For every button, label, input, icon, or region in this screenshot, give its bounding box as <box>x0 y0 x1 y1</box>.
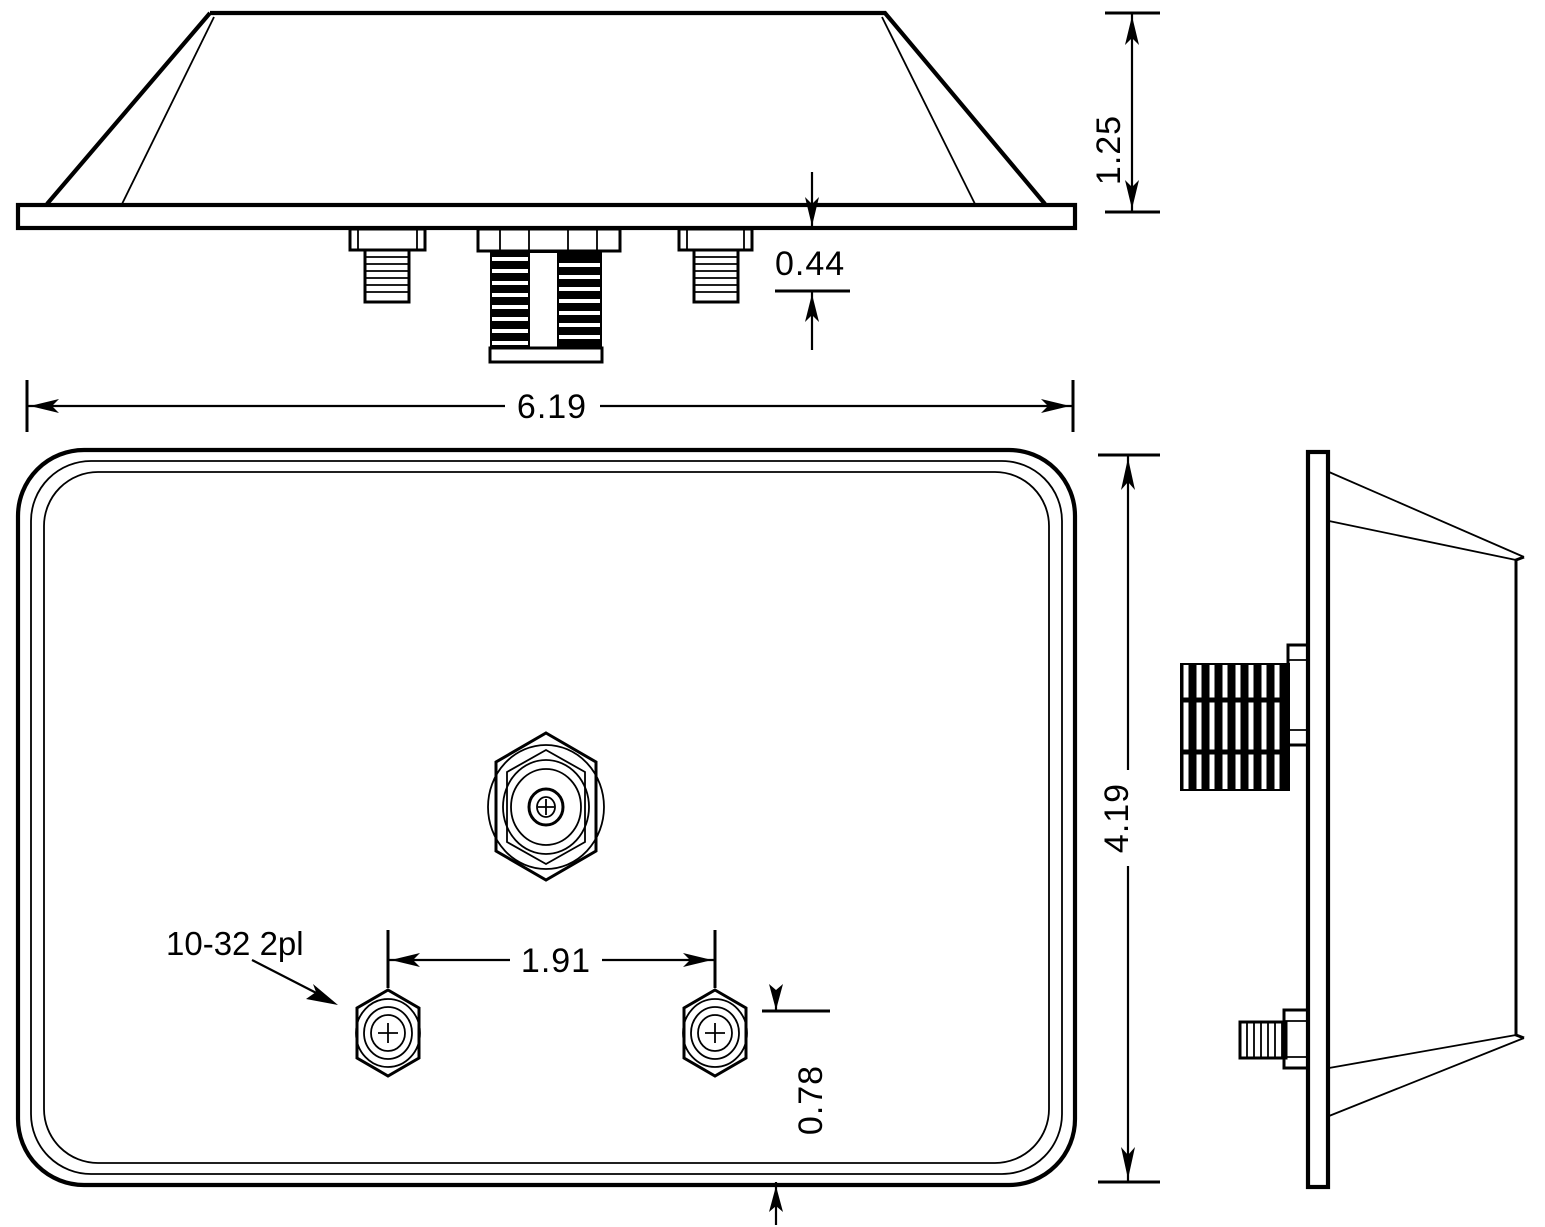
stud-head-chamfer-right <box>686 229 745 250</box>
plate-outline-middle <box>30 460 1063 1175</box>
stud-thread-lines-right-view <box>1246 1022 1283 1058</box>
connector-flange-facets <box>499 229 598 251</box>
plate-outline-inner <box>43 471 1050 1164</box>
mounting-stud-left-bottom <box>355 988 421 1078</box>
connector-center-boss <box>527 787 565 827</box>
stud-head-right <box>677 227 754 252</box>
dimension-flange-thickness: 0.44 <box>775 172 850 350</box>
stud-ring-3-right <box>697 1014 733 1052</box>
arrowhead-left <box>30 399 59 413</box>
center-connector-right-view <box>1180 643 1310 791</box>
center-connector-side <box>476 227 622 364</box>
housing-taper-top-inner <box>1328 520 1517 561</box>
thread-callout-text: 10-32 2pl <box>166 925 304 962</box>
connector-hex-flange <box>476 227 622 253</box>
housing-taper-top-outer <box>1328 471 1525 558</box>
stud-shank-right <box>692 248 740 304</box>
arrowhead-bottom <box>1121 1147 1135 1179</box>
connector-thread-serrations <box>492 257 600 345</box>
stud-centermark-left <box>378 1023 398 1043</box>
stud-head-chamfer-left <box>357 229 418 250</box>
arrowhead-top <box>1121 458 1135 490</box>
connector-thread-serrations-right <box>1183 665 1280 789</box>
stud-ring-1-left <box>355 998 421 1068</box>
housing-inner-profile-right <box>881 16 976 205</box>
arrowhead-upper <box>805 197 819 226</box>
dimension-text-6-19: 6.19 <box>517 388 587 426</box>
dimension-text-0-44: 0.44 <box>775 245 845 283</box>
housing-outer-profile <box>45 10 1047 206</box>
connector-bore <box>530 253 557 348</box>
bottom-plan-view: 6.19 <box>15 380 1160 1225</box>
connector-hex-outer <box>494 731 598 882</box>
dimension-text-4-19: 4.19 <box>1098 783 1136 853</box>
callout-arrowhead <box>306 984 338 1005</box>
dimension-text-0-78: 0.78 <box>792 1065 830 1135</box>
stud-hex-facet-right-view <box>1284 1020 1308 1058</box>
center-connector-bottom <box>487 731 605 882</box>
thread-callout-annotation: 10-32 2pl <box>166 925 338 1005</box>
stud-ring-2-right <box>690 1006 740 1060</box>
stud-hex-head-right-view <box>1282 1008 1310 1070</box>
arrowhead-top <box>1125 16 1139 45</box>
plate-outline-outer <box>15 447 1078 1188</box>
connector-hex-facet-right <box>1288 659 1308 731</box>
housing-taper-bottom-inner <box>1328 1034 1517 1069</box>
connector-ring-1 <box>487 744 605 870</box>
dimension-height-overall: 1.25 <box>1090 11 1160 214</box>
dimension-height-plan: 4.19 <box>1098 453 1160 1184</box>
housing-right-edge <box>1514 555 1525 1040</box>
stud-centermark-right <box>705 1023 725 1043</box>
arrowhead-right <box>683 953 712 967</box>
stud-shank-right-view <box>1238 1020 1288 1060</box>
connector-ring-2 <box>502 759 590 855</box>
stud-thread-lines-left <box>365 256 409 293</box>
connector-center-pin <box>536 796 556 818</box>
dim-text-mask <box>1110 770 1146 866</box>
stud-ring-1-right <box>682 998 748 1068</box>
dim-text-mask <box>510 942 602 978</box>
mounting-stud-right-view <box>1238 1008 1310 1070</box>
dimension-text-1-91: 1.91 <box>521 942 591 980</box>
connector-centermark <box>538 799 554 815</box>
stud-hex-left <box>355 988 421 1078</box>
dim-text-mask <box>505 388 600 424</box>
connector-ring-3 <box>510 768 582 846</box>
mounting-stud-right-bottom <box>682 988 748 1078</box>
arrowhead-upper <box>769 984 783 1010</box>
mounting-stud-right <box>677 227 754 304</box>
connector-hex-inner <box>506 748 586 866</box>
mounting-stud-left <box>348 227 427 304</box>
dimension-width-overall: 6.19 <box>25 380 1075 432</box>
arrowhead-left <box>391 953 420 967</box>
flange-plate-edge <box>1305 449 1331 1190</box>
dimension-bolt-spacing: 1.91 <box>386 930 717 988</box>
stud-shank-left <box>363 248 411 304</box>
stud-ring-3-left <box>370 1014 406 1052</box>
arrowhead-right <box>1041 399 1070 413</box>
housing-inner-profile-left <box>121 16 215 205</box>
side-elevation-top-view: 1.25 0.44 <box>15 10 1160 364</box>
stud-thread-lines-right <box>694 256 738 293</box>
dimension-text-1-25: 1.25 <box>1090 115 1128 185</box>
stud-hex-right <box>682 988 748 1078</box>
housing-taper-bottom-outer <box>1328 1037 1525 1117</box>
connector-thread-crosslines-right <box>1180 697 1290 755</box>
stud-ring-2-left <box>363 1006 413 1060</box>
stud-head-left <box>348 227 427 252</box>
connector-end-face <box>488 346 604 364</box>
arrowhead-lower <box>769 1186 783 1212</box>
dimension-bolt-edge-offset: 0.78 <box>762 984 830 1225</box>
arrowhead-lower <box>805 294 819 322</box>
mounting-flange-plate <box>15 202 1078 231</box>
right-side-elevation-view <box>1180 449 1525 1190</box>
arrowhead-bottom <box>1125 180 1139 209</box>
